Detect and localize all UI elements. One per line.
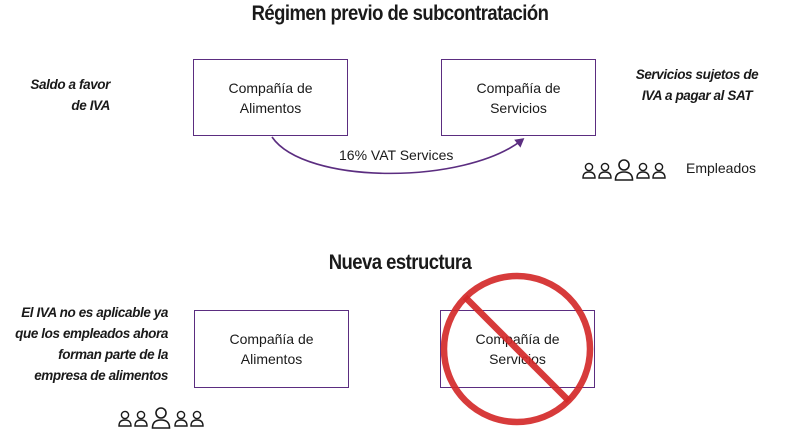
top-title: Régimen previo de subcontratación bbox=[251, 2, 549, 25]
top-right-note-line-1: Servicios sujetos de bbox=[635, 67, 759, 82]
bottom-left-note-line-1: El IVA no es aplicable ya bbox=[21, 305, 168, 320]
top-food-company-box: Compañía de Alimentos bbox=[193, 59, 348, 136]
bottom-left-note-line-3: forman parte de la bbox=[58, 347, 168, 362]
bottom-services-company-box: Compañía de Servicios bbox=[440, 310, 595, 388]
top-right-note: Servicios sujetos de IVA a pagar al SAT bbox=[622, 64, 772, 106]
bottom-title: Nueva estructura bbox=[328, 251, 472, 274]
top-food-company-line-1: Compañía de bbox=[228, 79, 313, 96]
top-left-note: Saldo a favor de IVA bbox=[20, 74, 110, 116]
bottom-left-note: El IVA no es aplicable ya que los emplea… bbox=[0, 302, 168, 386]
bottom-food-company-line-2: Alimentos bbox=[240, 351, 303, 367]
top-services-company-line-2: Servicios bbox=[490, 99, 547, 116]
bottom-services-company-line-1: Compañía de bbox=[475, 331, 560, 347]
people-group-icon bbox=[118, 407, 204, 429]
top-services-company-line-1: Compañía de bbox=[476, 79, 561, 96]
vat-flow-arrow bbox=[271, 136, 525, 175]
bottom-left-note-line-4: empresa de alimentos bbox=[34, 368, 168, 383]
top-left-note-line-1: Saldo a favor bbox=[30, 77, 110, 92]
bottom-food-company-box: Compañía de Alimentos bbox=[194, 310, 349, 388]
top-food-company-line-2: Alimentos bbox=[239, 99, 302, 116]
bottom-left-note-line-2: que los empleados ahora bbox=[15, 326, 168, 341]
bottom-food-company-line-1: Compañía de bbox=[229, 331, 314, 347]
employees-label: Empleados bbox=[686, 160, 757, 176]
top-right-note-line-2: IVA a pagar al SAT bbox=[641, 88, 753, 103]
people-group-icon bbox=[582, 159, 666, 181]
top-left-note-line-2: de IVA bbox=[71, 98, 110, 113]
top-services-company-box: Compañía de Servicios bbox=[441, 59, 596, 136]
arrow-label: 16% VAT Services bbox=[339, 147, 454, 163]
prohibition-icon bbox=[440, 272, 594, 426]
